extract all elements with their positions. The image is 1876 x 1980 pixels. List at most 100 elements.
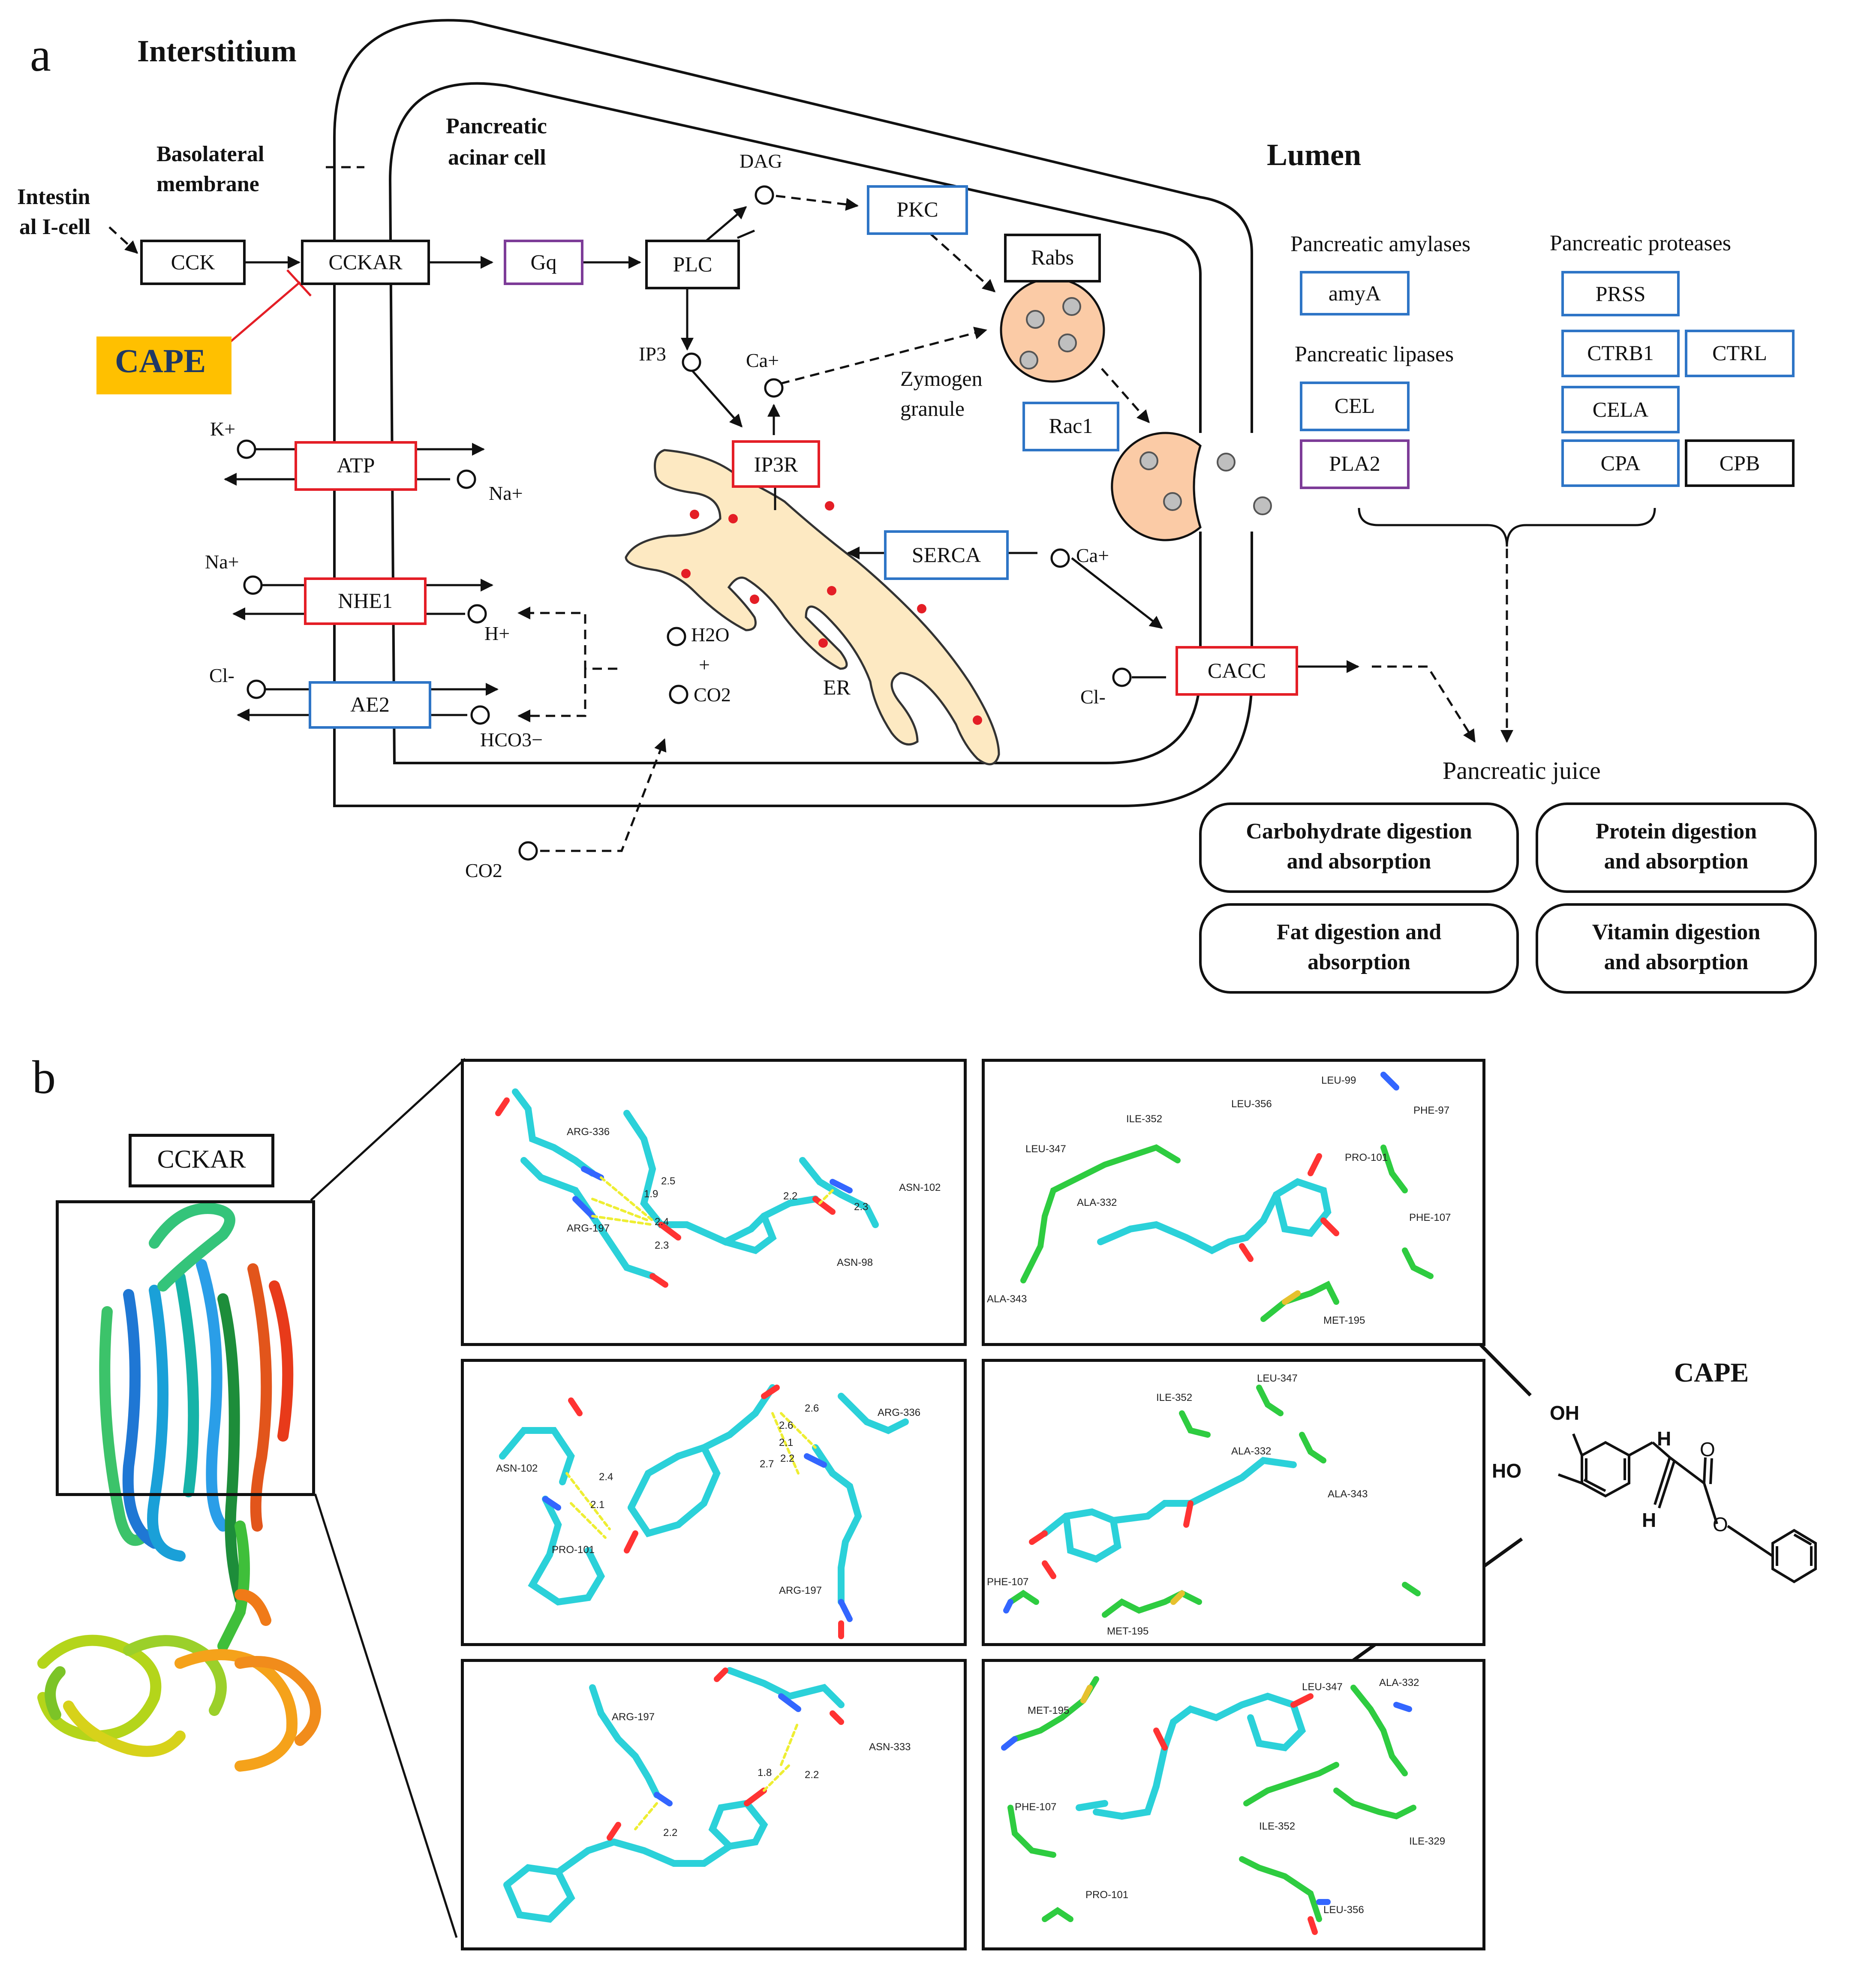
p3-res-arg197: ARG-197	[779, 1585, 822, 1596]
ip3-label: IP3	[639, 343, 666, 365]
pla2-box	[1300, 439, 1410, 489]
lumen-label: Lumen	[1267, 138, 1362, 172]
rac1-box	[1022, 402, 1119, 451]
cape-b-label: CAPE	[1674, 1357, 1749, 1388]
p1-dist-2: 1.9	[644, 1188, 658, 1200]
cape-label-a: CAPE	[115, 342, 206, 379]
nhe1-label: NHE1	[338, 589, 393, 613]
zymogen-label-1: Zymogen	[900, 367, 983, 391]
zoom-lines	[310, 1058, 466, 1938]
ca-label-b: Ca+	[1076, 544, 1109, 566]
p3-dist-1: 2.6	[805, 1403, 819, 1414]
p2-res-phe97: PHE-97	[1413, 1105, 1450, 1116]
pla2-label: PLA2	[1329, 451, 1380, 475]
icell-label-1: Intestin	[17, 185, 90, 209]
p2-res-leu99: LEU-99	[1321, 1075, 1356, 1086]
gq-label: Gq	[530, 250, 557, 274]
pkc-box	[867, 185, 968, 235]
docking-panel-6: LEU-347 ALA-332 MET-195 PHE-107 ILE-352 …	[982, 1659, 1485, 1950]
cape-molecule	[1557, 1433, 1817, 1583]
docking-panel-5: ARG-197 ASN-333 1.8 2.2 2.2	[461, 1659, 967, 1950]
cckar-box	[301, 240, 430, 285]
p1-res-arg197: ARG-197	[567, 1223, 610, 1234]
p2-res-phe107: PHE-107	[1409, 1212, 1451, 1223]
cckar-protein-structure	[37, 1203, 321, 1772]
cckar-label: CCKAR	[328, 250, 403, 274]
cela-box	[1561, 386, 1680, 433]
p4-res-phe107: PHE-107	[987, 1576, 1029, 1588]
fat-outcome-2: absorption	[1308, 950, 1410, 974]
atp-label: ATP	[337, 453, 375, 477]
cckar-b-label: CCKAR	[157, 1145, 246, 1173]
panel-b-letter: b	[32, 1051, 56, 1103]
serca-box	[884, 530, 1009, 580]
ctrb1-label: CTRB1	[1587, 341, 1654, 365]
prss-box	[1561, 271, 1680, 316]
cl-label-b: Cl-	[1080, 686, 1106, 708]
p1-res-asn98: ASN-98	[837, 1257, 873, 1268]
k-label: K+	[210, 418, 236, 440]
p5-dist-2: 2.2	[805, 1769, 819, 1781]
h2o-label: H2O	[691, 624, 730, 646]
gq-box	[504, 240, 583, 285]
cpa-label: CPA	[1600, 451, 1641, 475]
p5-dist-1: 1.8	[758, 1767, 772, 1779]
mol-h-bot: H	[1642, 1509, 1657, 1531]
vitamin-outcome-1: Vitamin digestion	[1592, 920, 1761, 944]
protein-outcome-2: and absorption	[1604, 849, 1749, 874]
pathway-boxes	[140, 185, 1795, 729]
vitamin-outcome-2: and absorption	[1604, 950, 1749, 974]
p4-res-ile352: ILE-352	[1156, 1392, 1193, 1403]
ctrl-label: CTRL	[1712, 341, 1767, 365]
acinar-label-2: acinar cell	[448, 145, 546, 170]
mol-h-top: H	[1657, 1427, 1672, 1450]
serca-label: SERCA	[911, 543, 981, 567]
atp-box	[295, 441, 417, 491]
panel-a-letter: a	[30, 29, 51, 81]
lipases-label: Pancreatic lipases	[1295, 342, 1454, 367]
p6-res-leu356: LEU-356	[1323, 1904, 1364, 1916]
carb-outcome-2: and absorption	[1287, 849, 1431, 874]
cpb-box	[1685, 439, 1795, 487]
plc-label: PLC	[673, 252, 713, 276]
er-label: ER	[823, 675, 851, 699]
mol-o-ester: O	[1713, 1513, 1728, 1535]
plus-label: +	[699, 654, 710, 676]
p1-res-asn102: ASN-102	[899, 1182, 941, 1193]
rabs-box	[1004, 234, 1101, 282]
cacc-label: CACC	[1207, 658, 1266, 682]
docking-panel-1: ARG-336 ARG-197 ASN-102 ASN-98 2.5 1.9 2…	[461, 1059, 967, 1346]
protein-outcome-1: Protein digestion	[1595, 819, 1757, 844]
ae2-box	[309, 681, 431, 729]
p6-res-ile352: ILE-352	[1259, 1821, 1296, 1832]
p3-dist-3: 2.1	[779, 1437, 794, 1448]
co2-label-b: CO2	[465, 859, 502, 881]
hco3-label: HCO3−	[480, 729, 543, 751]
acinar-label-1: Pancreatic	[446, 114, 547, 138]
ca-label-a: Ca+	[746, 349, 779, 371]
dashed-arrows	[108, 166, 1513, 852]
p2-res-ile352: ILE-352	[1126, 1113, 1163, 1125]
plc-box	[645, 240, 740, 289]
co2-label-a: CO2	[694, 684, 731, 706]
docking-panel-3: ARG-336 ASN-102 PRO-101 ARG-197 2.6 2.6 …	[461, 1359, 967, 1646]
p6-res-leu347: LEU-347	[1302, 1681, 1343, 1693]
mol-ho: HO	[1492, 1460, 1521, 1482]
nhe1-box	[304, 577, 427, 625]
docking-panel-2: LEU-99 ILE-352 LEU-356 PHE-97 LEU-347 PR…	[982, 1059, 1485, 1346]
p3-res-pro101: PRO-101	[552, 1544, 595, 1556]
p6-res-pro101: PRO-101	[1085, 1889, 1129, 1901]
fat-outcome-1: Fat digestion and	[1276, 920, 1442, 944]
cckar-b-box	[129, 1134, 274, 1187]
amylases-label: Pancreatic amylases	[1290, 232, 1471, 256]
p4-res-ala332: ALA-332	[1231, 1445, 1272, 1457]
ctrl-box	[1685, 330, 1795, 377]
p6-res-ala332: ALA-332	[1379, 1677, 1419, 1689]
p2-res-leu356: LEU-356	[1231, 1098, 1272, 1110]
zymogen-granule-1	[1000, 277, 1105, 383]
p2-res-met195: MET-195	[1323, 1315, 1365, 1326]
na-label-a: Na+	[489, 482, 523, 504]
cck-box	[140, 240, 246, 285]
ae2-label: AE2	[350, 692, 390, 716]
